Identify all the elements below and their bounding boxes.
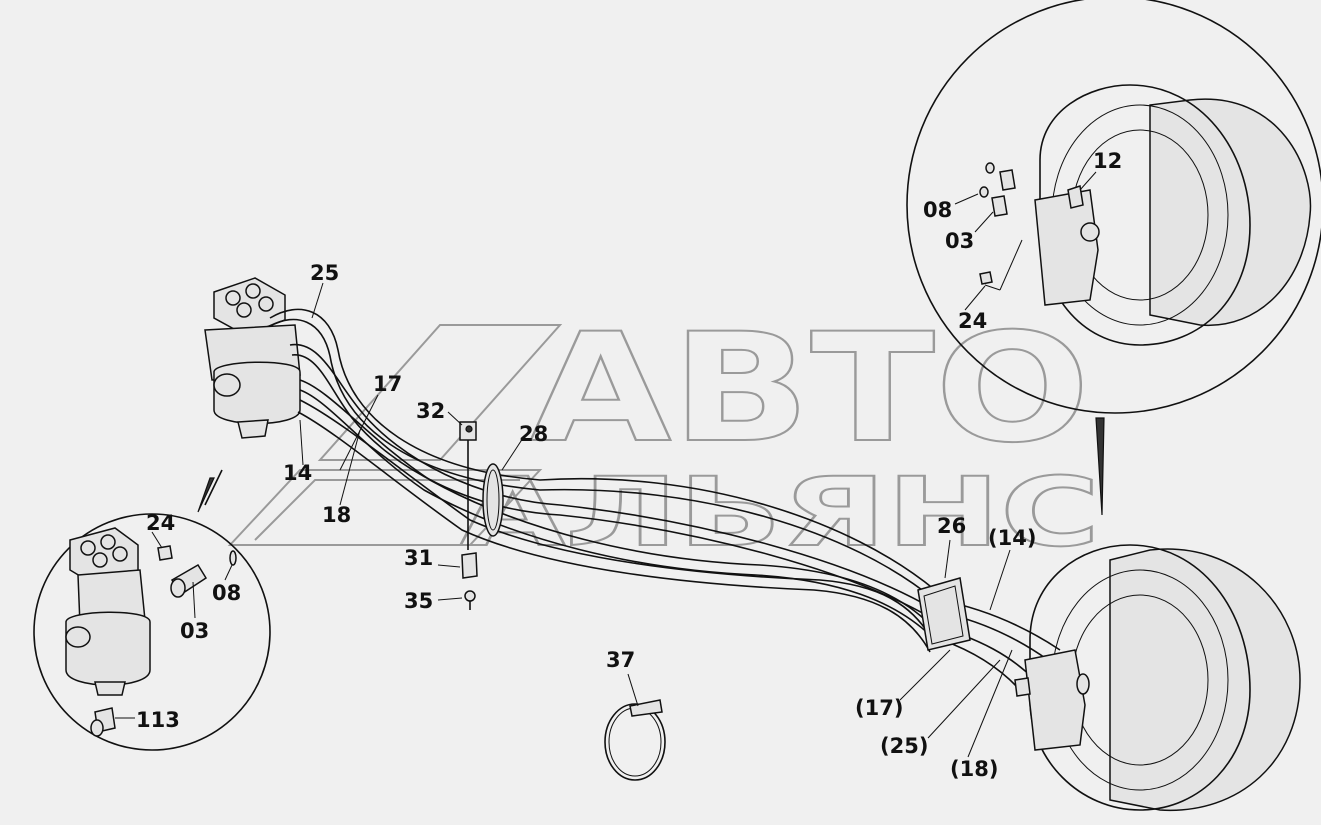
detail-circle-right: 12 08 03 24 <box>906 0 1321 516</box>
fitting-24-detail-right <box>979 271 993 285</box>
fitting-113-detail <box>90 707 116 737</box>
fitting-03-detail <box>170 563 208 598</box>
label-24-left: 24 <box>146 511 175 535</box>
travel-motor-detail <box>1034 84 1312 346</box>
watermark-line2: АЛЬЯНС <box>460 458 1100 568</box>
label-113: 113 <box>136 708 180 732</box>
detail-circle-left: 24 03 08 113 <box>33 469 271 751</box>
label-17: 17 <box>373 372 402 396</box>
label-25: 25 <box>310 261 339 285</box>
bolt-35 <box>464 590 476 610</box>
clamp-28 <box>482 463 504 537</box>
label-08-left: 08 <box>212 581 241 605</box>
fitting-03-detail-right <box>991 169 1016 217</box>
label-31: 31 <box>404 546 433 570</box>
clamp-26 <box>917 577 971 651</box>
label-03-left: 03 <box>180 619 209 643</box>
label-03-right: 03 <box>945 229 974 253</box>
label-12: 12 <box>1093 149 1122 173</box>
travel-motor <box>1014 544 1301 811</box>
label-32: 32 <box>416 399 445 423</box>
valve-assembly-detail <box>65 527 151 696</box>
oring-08-detail-right <box>979 162 995 198</box>
label-17-paren: (17) <box>855 696 903 720</box>
rotary-valve <box>204 277 301 439</box>
band-clamp-37 <box>604 699 666 781</box>
label-14: 14 <box>283 461 312 485</box>
oring-08-detail <box>229 550 237 566</box>
watermark-line1: АВТО <box>530 302 1090 476</box>
label-25-paren: (25) <box>880 734 928 758</box>
leader-lines <box>299 282 1013 758</box>
label-14-paren: (14) <box>988 526 1036 550</box>
label-24-right: 24 <box>958 309 987 333</box>
fitting-12-detail <box>1067 185 1084 209</box>
watermark-logo <box>227 324 563 546</box>
label-08-right: 08 <box>923 198 952 222</box>
label-37: 37 <box>606 648 635 672</box>
label-18-paren: (18) <box>950 757 998 781</box>
label-35: 35 <box>404 589 433 613</box>
label-18: 18 <box>322 503 351 527</box>
label-28: 28 <box>519 422 548 446</box>
fitting-24-detail <box>157 545 173 561</box>
label-26: 26 <box>937 514 966 538</box>
watermark: АВТО АЛЬЯНС <box>227 301 1101 569</box>
plate-31 <box>461 552 478 579</box>
bracket-32 <box>459 421 477 550</box>
